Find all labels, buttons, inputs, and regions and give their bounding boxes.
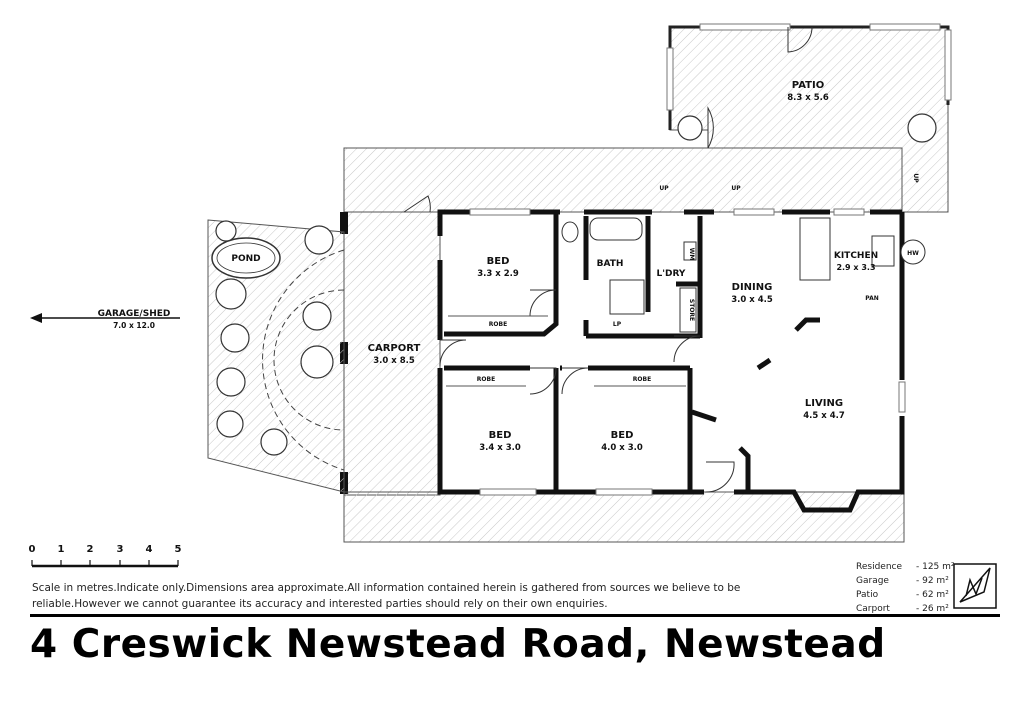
wm-label: WM: [688, 248, 695, 261]
bath-label: BATH: [597, 259, 624, 269]
living-dims: 4.5 x 4.7: [803, 411, 845, 421]
bed1-dims: 3.3 x 2.9: [477, 269, 519, 279]
lp-label: LP: [613, 321, 622, 328]
bed3-label: BED: [611, 430, 634, 441]
hw-label: HW: [907, 250, 919, 257]
robe-label-2: ROBE: [477, 376, 495, 383]
scale-tick-4: 4: [146, 544, 153, 555]
kitchen-label: KITCHEN: [834, 251, 878, 261]
dining-label: DINING: [732, 282, 773, 293]
bed1-label: BED: [487, 256, 510, 267]
area-summary: Residence- 125 m² Garage- 92 m² Patio- 6…: [856, 560, 974, 616]
area-row-residence: Residence- 125 m²: [856, 562, 955, 572]
carport-label: CARPORT: [368, 343, 421, 354]
garage-label: GARAGE/SHED: [98, 309, 171, 319]
step-up-label-2: UP: [731, 185, 741, 192]
patio-trees: [677, 113, 937, 143]
area-row-carport: Carport- 26 m²: [856, 604, 949, 614]
fixtures: [561, 217, 926, 333]
scale-bar: 0 1 2 3 4 5: [29, 544, 182, 568]
patio-area: [343, 25, 950, 213]
scale-tick-1: 1: [58, 544, 65, 555]
robe-label-3: ROBE: [633, 376, 651, 383]
robes: [446, 315, 686, 387]
garage-dims: 7.0 x 12.0: [113, 321, 155, 330]
scale-tick-2: 2: [87, 544, 94, 555]
area-row-patio: Patio- 62 m²: [856, 590, 949, 600]
bed2-label: BED: [489, 430, 512, 441]
area-row-garage: Garage- 92 m²: [856, 576, 949, 586]
disclaimer: Scale in metres.Indicate only.Dimensions…: [32, 582, 741, 610]
step-up-label-1: UP: [659, 185, 669, 192]
store-label: STORE: [688, 299, 695, 321]
living-label: LIVING: [805, 398, 843, 409]
bed3-dims: 4.0 x 3.0: [601, 443, 643, 453]
front-verandah: [343, 491, 905, 543]
divider: [30, 614, 1000, 617]
doors: [403, 26, 813, 493]
pond-label: POND: [231, 254, 260, 264]
garage-arrow-icon: [30, 313, 180, 323]
carport-dims: 3.0 x 8.5: [373, 356, 415, 366]
patio-label: PATIO: [792, 80, 824, 91]
garden-area: [207, 219, 345, 493]
north-arrow-icon: [953, 563, 997, 609]
property-address: 4 Creswick Newstead Road, Newstead: [30, 622, 886, 667]
carport-area: [340, 211, 441, 496]
bed2-dims: 3.4 x 3.0: [479, 443, 521, 453]
scale-tick-5: 5: [175, 544, 182, 555]
dining-dims: 3.0 x 4.5: [731, 295, 773, 305]
scale-tick-0: 0: [29, 544, 36, 555]
patio-dims: 8.3 x 5.6: [787, 93, 829, 103]
kitchen-dims: 2.9 x 3.3: [836, 263, 875, 272]
pan-label: PAN: [865, 295, 879, 302]
laundry-label: L'DRY: [657, 269, 686, 279]
windows: [469, 23, 952, 496]
robe-label-1: ROBE: [489, 321, 507, 328]
scale-tick-3: 3: [117, 544, 124, 555]
step-up-label-3: UP: [912, 173, 919, 183]
